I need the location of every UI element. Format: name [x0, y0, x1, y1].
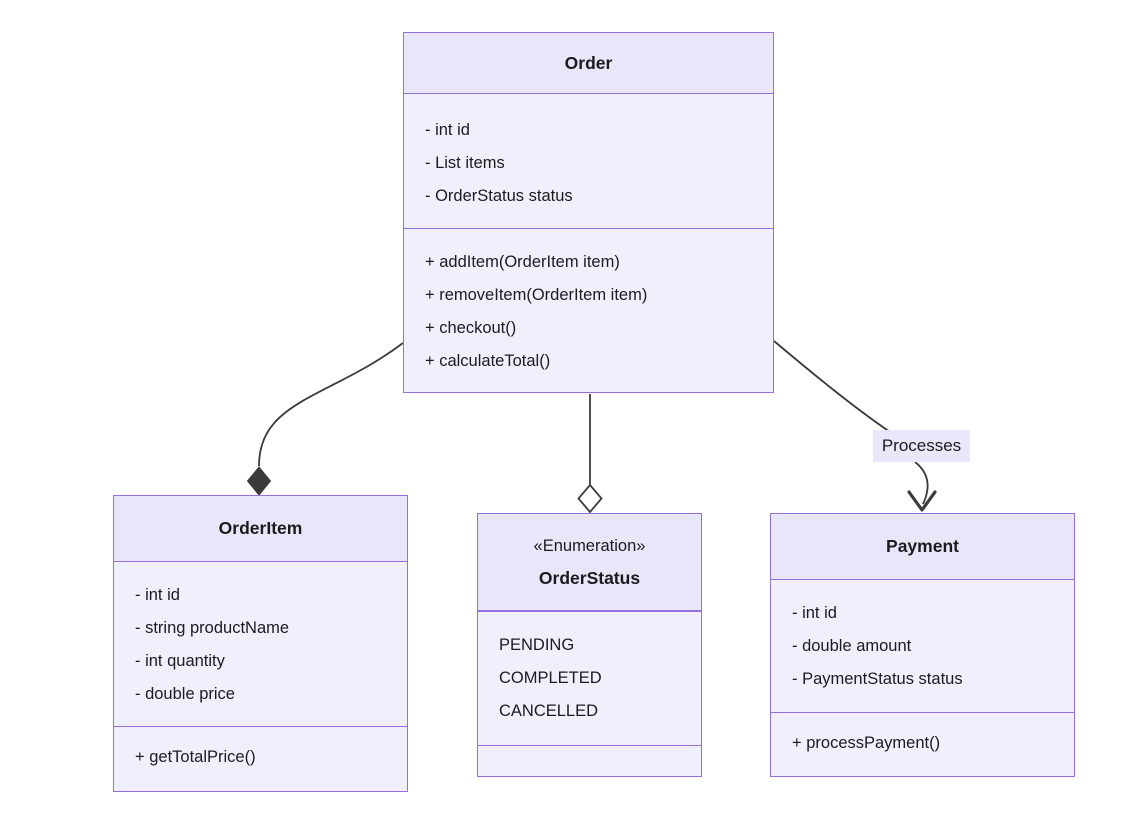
class-orderitem-title: OrderItem: [114, 496, 407, 562]
enum-orderstatus-empty-section: [478, 745, 701, 776]
method: + calculateTotal(): [425, 352, 551, 370]
edge-order-payment-upper: [773, 340, 891, 433]
class-order-title: Order: [404, 33, 773, 94]
method: + addItem(OrderItem item): [425, 253, 620, 271]
attribute: - string productName: [135, 619, 290, 637]
method: + removeItem(OrderItem item): [425, 286, 648, 304]
stereotype-label: «Enumeration»: [533, 537, 646, 555]
enum-orderstatus-values: PENDING COMPLETED CANCELLED: [478, 611, 701, 745]
attribute: - double amount: [792, 637, 912, 655]
attribute: - int quantity: [135, 652, 225, 670]
class-order-attributes: - int id - List items - OrderStatus stat…: [404, 94, 773, 228]
enum-orderstatus-title: «Enumeration» OrderStatus: [478, 514, 701, 611]
enum-orderstatus: «Enumeration» OrderStatus PENDING COMPLE…: [477, 513, 702, 777]
class-order: Order - int id - List items - OrderStatu…: [403, 32, 774, 393]
attribute: - int id: [792, 604, 837, 622]
composition-diamond-icon: [246, 466, 272, 496]
enum-value: COMPLETED: [499, 669, 602, 687]
aggregation-diamond-icon: [577, 483, 603, 514]
class-orderitem-methods: + getTotalPrice(): [114, 726, 407, 793]
edge-order-payment-lower: [914, 461, 929, 505]
edge-label-processes: Processes: [873, 430, 970, 462]
attribute: - double price: [135, 685, 235, 703]
class-payment-methods: + processPayment(): [771, 712, 1074, 778]
attribute: - List items: [425, 154, 505, 172]
class-orderitem: OrderItem - int id - string productName …: [113, 495, 408, 792]
class-name: OrderItem: [218, 518, 303, 538]
attribute: - PaymentStatus status: [792, 670, 963, 688]
class-name: Payment: [886, 536, 959, 556]
method: + checkout(): [425, 319, 517, 337]
attribute: - int id: [135, 586, 180, 604]
method: + getTotalPrice(): [135, 748, 256, 766]
class-payment-title: Payment: [771, 514, 1074, 580]
class-payment-attributes: - int id - double amount - PaymentStatus…: [771, 580, 1074, 712]
class-name: OrderStatus: [538, 568, 641, 588]
class-order-methods: + addItem(OrderItem item) + removeItem(O…: [404, 228, 773, 393]
edge-order-orderitem: [258, 342, 404, 467]
enum-value: CANCELLED: [499, 702, 599, 720]
method: + processPayment(): [792, 734, 941, 752]
class-name: Order: [564, 52, 613, 73]
class-orderitem-attributes: - int id - string productName - int quan…: [114, 562, 407, 726]
enum-value: PENDING: [499, 636, 575, 654]
class-payment: Payment - int id - double amount - Payme…: [770, 513, 1075, 777]
attribute: - OrderStatus status: [425, 187, 573, 205]
arrowhead-icon: [907, 490, 937, 512]
attribute: - int id: [425, 121, 470, 139]
